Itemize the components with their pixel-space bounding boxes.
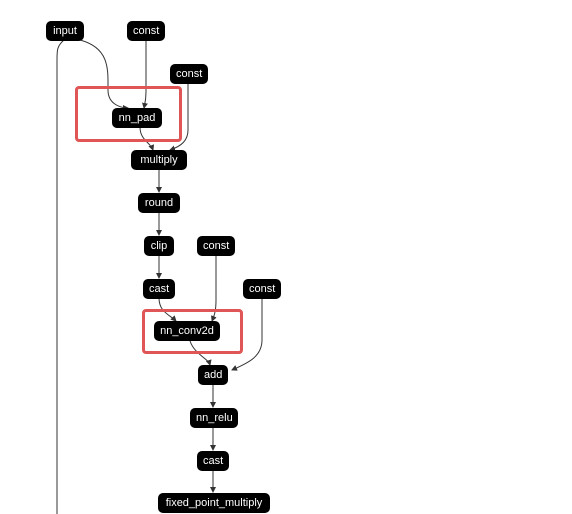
node-cast-a[interactable]: cast	[143, 279, 175, 299]
node-const-d[interactable]: const	[243, 279, 281, 299]
highlight-nn_conv2d	[142, 309, 243, 354]
edge-const-nn_pad	[142, 40, 148, 109]
edge-input-nn_pad	[79, 39, 129, 111]
edge-input-skip	[56, 39, 65, 514]
node-nn_conv2d[interactable]: nn_conv2d	[154, 321, 220, 341]
node-const-b[interactable]: const	[170, 64, 208, 84]
edge-nn_conv2d-add	[189, 340, 212, 366]
node-round[interactable]: round	[138, 193, 180, 213]
edge-const-add	[231, 298, 263, 371]
node-nn_pad[interactable]: nn_pad	[112, 108, 162, 128]
edge-const-multiply	[169, 83, 189, 152]
node-input[interactable]: input	[46, 21, 84, 41]
node-add[interactable]: add	[198, 365, 228, 385]
highlight-nn_pad	[75, 86, 182, 142]
node-multiply[interactable]: multiply	[131, 150, 187, 170]
node-cast-b[interactable]: cast	[197, 451, 229, 471]
node-fixed_point_multiply[interactable]: fixed_point_multiply	[158, 493, 270, 513]
node-nn_relu[interactable]: nn_relu	[190, 408, 238, 428]
edge-cast-nn_conv2d	[158, 297, 177, 322]
node-const-a[interactable]: const	[127, 21, 165, 41]
node-clip[interactable]: clip	[144, 236, 174, 256]
node-const-c[interactable]: const	[197, 236, 235, 256]
